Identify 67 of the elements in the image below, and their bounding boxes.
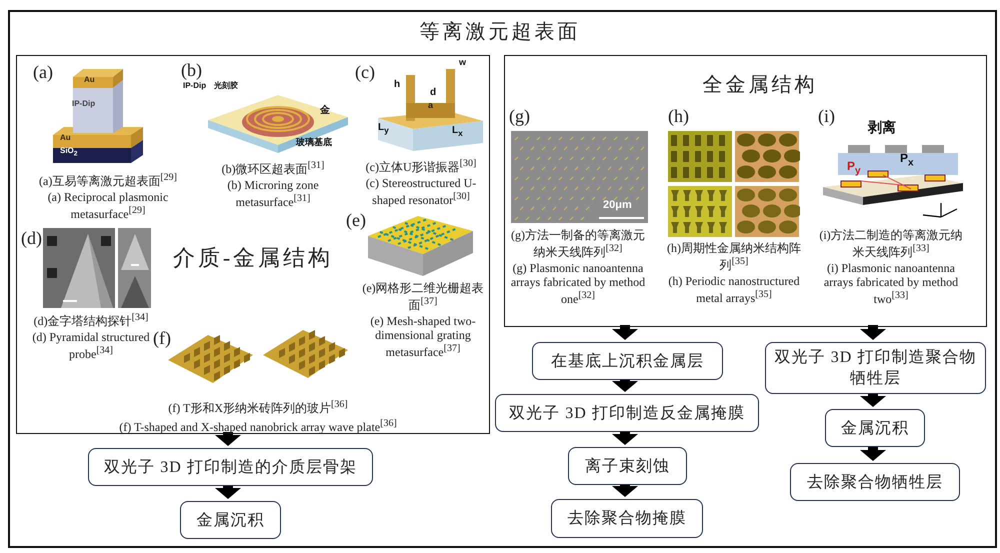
arrow bbox=[215, 432, 241, 446]
figure-caption: (a) Reciprocal plasmonic metasurface$^{[29]}$ bbox=[46, 190, 170, 221]
figure-caption: (f) T形和X形纳米砖阵列的玻片$^{[36]}$ bbox=[167, 398, 349, 415]
process-box: 去除聚合物牺牲层 bbox=[790, 463, 960, 501]
image-label: P$_{x}$ bbox=[900, 152, 914, 168]
figure-caption: (d)金字塔结构探针$^{[34]}$ bbox=[32, 311, 150, 328]
process-box: 双光子 3D 打印制造反金属掩膜 bbox=[495, 394, 759, 432]
figure-caption: (g)方法一制备的等离激元纳米天线阵列$^{[32]}$ bbox=[510, 228, 646, 259]
diagram-title: 等离激元超表面 bbox=[420, 20, 580, 45]
image-label: h bbox=[394, 80, 400, 90]
figure-caption: (e) Mesh-shaped two-dimensional grating metasurface$^{[37]}$ bbox=[369, 314, 477, 359]
image-label: L$_{y}$ bbox=[378, 123, 389, 134]
panel-title: 全金属结构 bbox=[702, 73, 818, 98]
figure-caption: (e)网格形二维光栅超表面$^{[37]}$ bbox=[361, 281, 485, 312]
arrow bbox=[860, 325, 886, 340]
arrow bbox=[612, 430, 638, 445]
outer-frame bbox=[8, 10, 997, 548]
panel-title: 介质-金属结构 bbox=[172, 244, 334, 272]
process-box: 去除聚合物掩膜 bbox=[551, 499, 703, 538]
process-box: 离子束刻蚀 bbox=[568, 447, 687, 485]
figure-caption: (b) Microring zone metasurface$^{[31]}$ bbox=[226, 178, 320, 209]
process-box: 金属沉积 bbox=[180, 501, 281, 539]
figure-caption: (a)互易等离激元超表面$^{[29]}$ bbox=[38, 171, 178, 188]
image-label: 金 bbox=[320, 106, 330, 116]
panel-letter: (i) bbox=[818, 107, 835, 125]
arrow bbox=[612, 325, 638, 340]
process-box: 金属沉积 bbox=[825, 409, 925, 447]
arrow bbox=[612, 378, 638, 392]
panel-letter: (a) bbox=[33, 63, 53, 81]
image-label: SiO$_{2}$ bbox=[60, 147, 78, 158]
image-label: IP-Dip bbox=[72, 100, 96, 108]
panel-letter: (g) bbox=[509, 107, 530, 125]
figure-caption: (b)微环区超表面$^{[31]}$ bbox=[220, 159, 326, 176]
figure-caption: (h)周期性金属纳米结构阵列$^{[35]}$ bbox=[666, 241, 802, 272]
figure-caption: (i) Plasmonic nanoantenna arrays fabricated by method two$^{[33]}$ bbox=[822, 261, 960, 306]
image-label: P$_{y}$ bbox=[847, 160, 861, 176]
arrow bbox=[860, 392, 886, 407]
image-label: Au bbox=[84, 76, 95, 84]
figure-caption: (c)立体U形谐振器$^{[30]}$ bbox=[364, 157, 478, 174]
figure-caption: (f) T-shaped and X-shaped nanobrick array wave plate$^{[36]}$ bbox=[118, 417, 398, 434]
panel-frame bbox=[16, 55, 490, 434]
panel-letter: (c) bbox=[355, 63, 375, 81]
panel-letter: (e) bbox=[346, 211, 366, 229]
image-label: d bbox=[430, 88, 436, 98]
process-box: 在基底上沉积金属层 bbox=[532, 342, 723, 380]
figure-caption: (i)方法二制造的等离激元纳米天线阵列$^{[33]}$ bbox=[818, 228, 964, 259]
image-label: 20μm bbox=[603, 200, 632, 211]
figure-caption: (c) Stereostructured U-shaped resonator$^{[30]}$ bbox=[364, 176, 478, 207]
arrow bbox=[612, 483, 638, 497]
arrow bbox=[860, 445, 886, 461]
process-box: 双光子 3D 打印制造的介质层骨架 bbox=[88, 448, 373, 486]
figure-caption: (g) Plasmonic nanoantenna arrays fabricated by method one$^{[32]}$ bbox=[510, 261, 646, 306]
image-label: IP-Dip bbox=[183, 82, 206, 90]
figure-caption: (h) Periodic nanostructured metal arrays$^{[35]}$ bbox=[667, 274, 801, 305]
image-label: Au bbox=[60, 134, 71, 142]
panel-letter: (d) bbox=[21, 229, 42, 247]
panel-letter: (f) bbox=[153, 329, 171, 347]
image-label: w bbox=[459, 58, 466, 67]
image-label: L$_{x}$ bbox=[452, 126, 463, 138]
figure-caption: (d) Pyramidal structured probe$^{[34]}$ bbox=[31, 330, 151, 361]
panel-letter: (b) bbox=[181, 61, 202, 79]
image-label: a bbox=[428, 101, 434, 110]
panel-letter: (h) bbox=[668, 107, 689, 125]
panel-frame bbox=[504, 55, 987, 327]
arrow bbox=[215, 484, 241, 499]
process-box: 双光子 3D 打印制造聚合物牺牲层 bbox=[765, 342, 986, 394]
image-label: 玻璃基底 bbox=[296, 138, 332, 147]
